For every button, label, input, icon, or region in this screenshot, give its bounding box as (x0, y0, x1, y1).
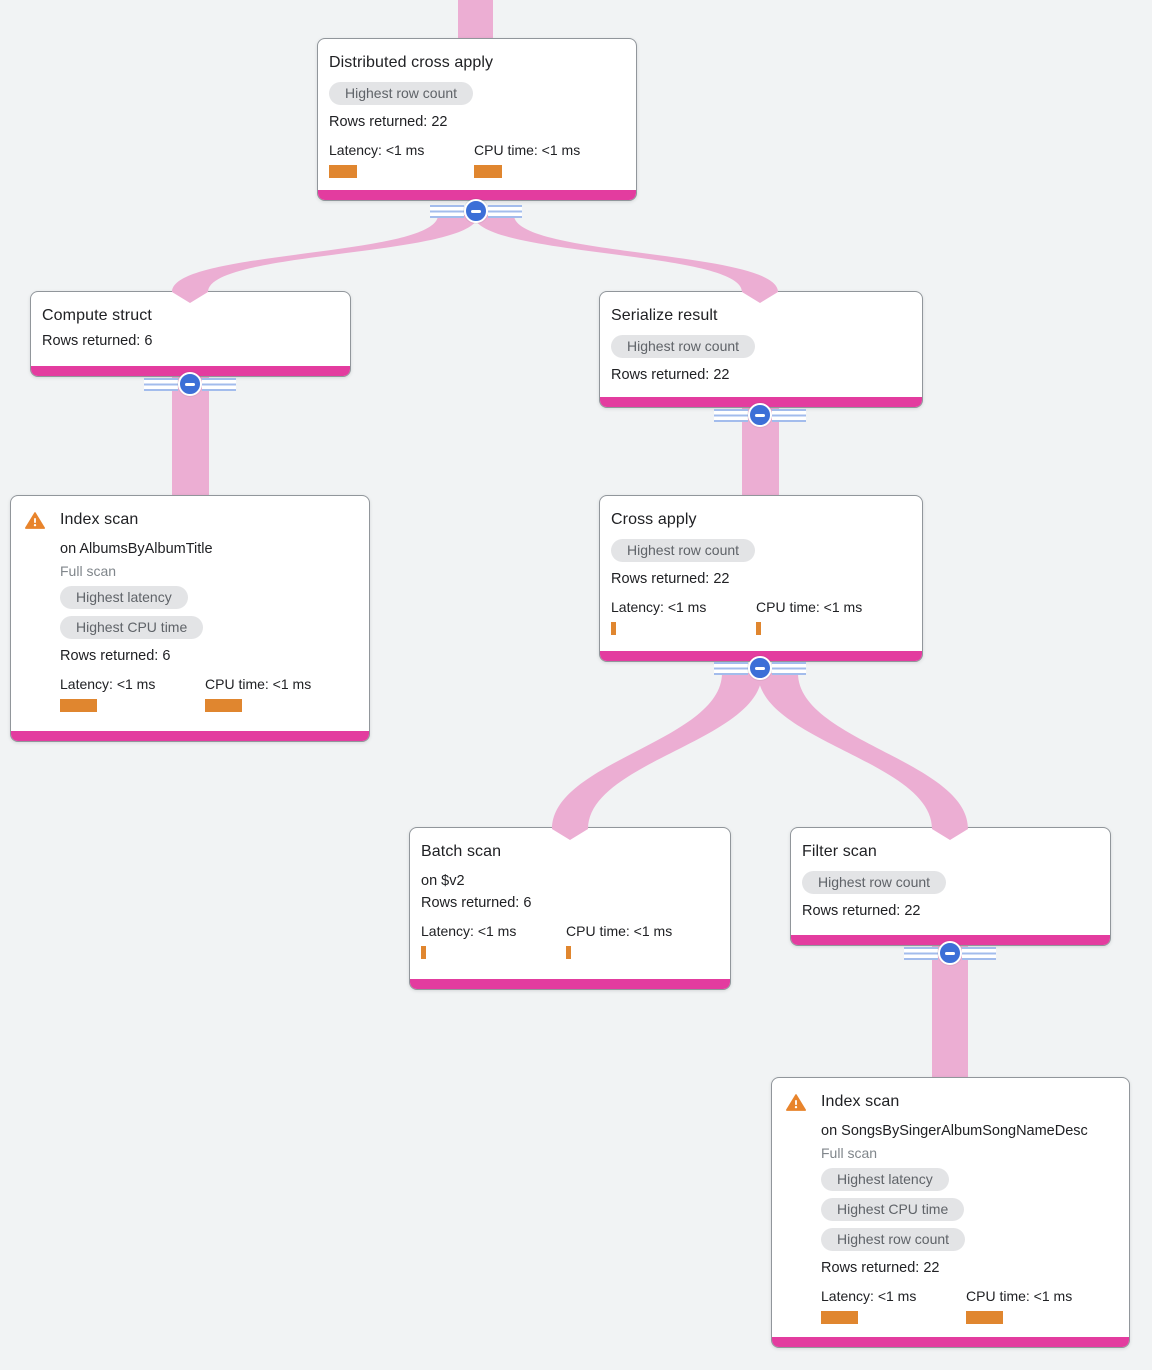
rows-returned: Rows returned: 6 (42, 333, 153, 349)
collapse-button[interactable] (178, 372, 202, 396)
minus-icon (945, 951, 955, 955)
rows-returned: Rows returned: 22 (611, 367, 730, 383)
collapse-stripes (488, 204, 522, 218)
node-title: Serialize result (611, 307, 718, 324)
rows-returned: Rows returned: 22 (821, 1260, 940, 1276)
cpu-time-label: CPU time: <1 ms (205, 676, 312, 692)
latency-label: Latency: <1 ms (329, 142, 425, 158)
badge-highest-row-count: Highest row count (611, 335, 756, 358)
node-title: Cross apply (611, 511, 697, 528)
node-title: Batch scan (421, 843, 502, 860)
node-subtitle: on SongsBySingerAlbumSongNameDesc (821, 1123, 1088, 1139)
node-title: Index scan (60, 511, 139, 528)
node-title: Distributed cross apply (329, 54, 494, 71)
badge-highest-latency: Highest latency (60, 586, 188, 609)
junction-distributed-cross-apply (430, 199, 522, 223)
cpu-time-bar (474, 165, 502, 178)
node-title: Compute struct (42, 307, 152, 324)
badge-highest-cpu-time: Highest CPU time (821, 1198, 965, 1221)
minus-icon (755, 666, 765, 670)
collapse-stripes (714, 661, 748, 675)
cpu-time-bar (205, 699, 242, 712)
cpu-time-label: CPU time: <1 ms (966, 1288, 1073, 1304)
minus-icon (755, 413, 765, 417)
node-accent-bar (11, 731, 369, 741)
latency-label: Latency: <1 ms (60, 676, 156, 692)
node-accent-bar (410, 979, 730, 989)
badge-highest-row-count: Highest row count (802, 871, 947, 894)
badge-highest-row-count: Highest row count (329, 82, 474, 105)
node-index-scan-songs[interactable]: Index scan on SongsBySingerAlbumSongName… (771, 1077, 1130, 1348)
rows-returned: Rows returned: 22 (802, 903, 921, 919)
latency-label: Latency: <1 ms (821, 1288, 917, 1304)
latency-label: Latency: <1 ms (421, 923, 517, 939)
warning-icon (25, 511, 46, 530)
cpu-time-label: CPU time: <1 ms (474, 142, 581, 158)
rows-returned: Rows returned: 22 (611, 571, 730, 587)
badge-highest-cpu-time: Highest CPU time (60, 616, 204, 639)
minus-icon (471, 209, 481, 213)
junction-filter-scan (904, 941, 996, 965)
latency-bar (421, 946, 426, 959)
latency-bar (60, 699, 97, 712)
badge-highest-row-count: Highest row count (611, 539, 756, 562)
junction-compute-struct (144, 372, 236, 396)
cpu-time-bar (966, 1311, 1003, 1324)
scan-mode: Full scan (821, 1145, 878, 1161)
rows-returned: Rows returned: 6 (60, 648, 171, 664)
flow-ribbon-to-filter-scan (758, 673, 968, 840)
latency-bar (329, 165, 357, 178)
node-cross-apply[interactable]: Cross apply Highest row count Rows retur… (599, 495, 923, 662)
junction-serialize-result (714, 403, 806, 427)
collapse-stripes (202, 377, 236, 391)
cpu-time-bar (756, 622, 761, 635)
minus-icon (185, 382, 195, 386)
node-title: Index scan (821, 1093, 900, 1110)
collapse-stripes (904, 946, 938, 960)
collapse-stripes (430, 204, 464, 218)
node-subtitle: on AlbumsByAlbumTitle (60, 541, 213, 557)
collapse-button[interactable] (748, 656, 772, 680)
junction-cross-apply (714, 656, 806, 680)
node-distributed-cross-apply[interactable]: Distributed cross apply Highest row coun… (317, 38, 637, 201)
badge-highest-row-count: Highest row count (821, 1228, 966, 1251)
node-serialize-result[interactable]: Serialize result Highest row count Rows … (599, 291, 923, 408)
rows-returned: Rows returned: 6 (421, 895, 532, 911)
warning-icon (786, 1093, 806, 1112)
collapse-stripes (144, 377, 178, 391)
node-filter-scan[interactable]: Filter scan Highest row count Rows retur… (790, 827, 1111, 946)
cpu-time-bar (566, 946, 571, 959)
node-subtitle: on $v2 (421, 873, 465, 889)
collapse-stripes (772, 661, 806, 675)
collapse-stripes (772, 408, 806, 422)
latency-bar (611, 622, 616, 635)
cpu-time-label: CPU time: <1 ms (566, 923, 673, 939)
flow-ribbon-to-batch-scan (552, 673, 762, 840)
collapse-stripes (962, 946, 996, 960)
node-batch-scan[interactable]: Batch scan on $v2 Rows returned: 6 Laten… (409, 827, 731, 990)
scan-mode: Full scan (60, 563, 117, 579)
rows-returned: Rows returned: 22 (329, 114, 448, 130)
node-compute-struct[interactable]: Compute struct Rows returned: 6 (30, 291, 351, 377)
node-accent-bar (772, 1337, 1129, 1347)
node-title: Filter scan (802, 843, 877, 860)
node-accent-bar (318, 190, 636, 200)
cpu-time-label: CPU time: <1 ms (756, 599, 863, 615)
collapse-stripes (714, 408, 748, 422)
collapse-button[interactable] (464, 199, 488, 223)
collapse-button[interactable] (938, 941, 962, 965)
latency-label: Latency: <1 ms (611, 599, 707, 615)
flow-ribbon-to-compute-struct (172, 215, 478, 303)
node-index-scan-albums[interactable]: Index scan on AlbumsByAlbumTitle Full sc… (10, 495, 370, 742)
collapse-button[interactable] (748, 403, 772, 427)
flow-ribbon-to-serialize-result (474, 215, 778, 303)
latency-bar (821, 1311, 858, 1324)
badge-highest-latency: Highest latency (821, 1168, 949, 1191)
